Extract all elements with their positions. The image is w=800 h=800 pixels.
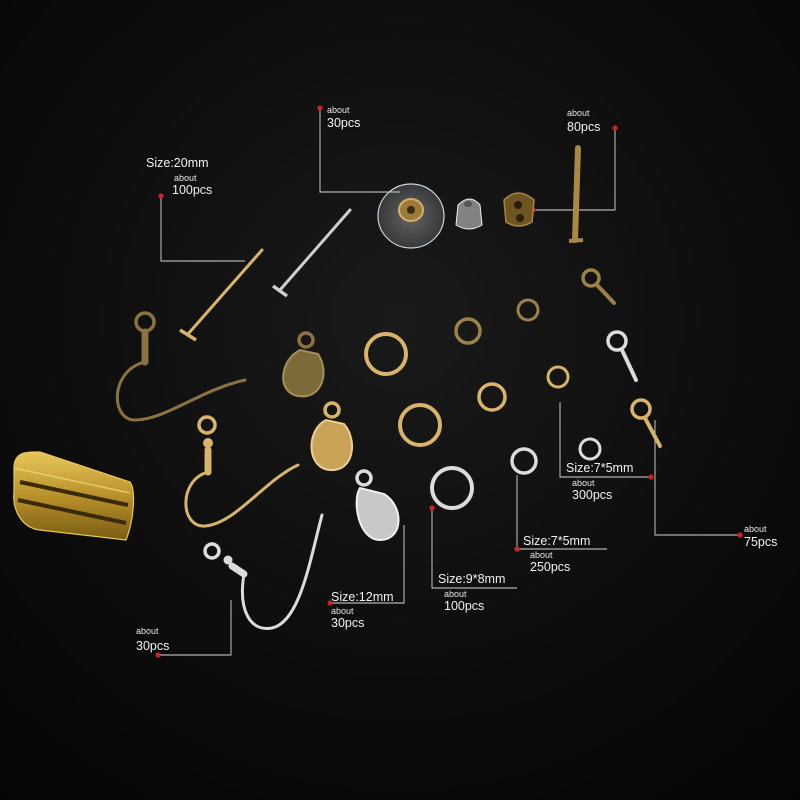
ring-silver-large <box>430 466 474 510</box>
label-ear-nuts-about: about <box>327 105 350 115</box>
label-t-pins-qty: 80pcs <box>567 120 601 134</box>
t-pin <box>568 145 584 243</box>
label-ear-wires-about: about <box>136 626 159 636</box>
label-rings-small-size: Size:7*5mm <box>566 461 634 475</box>
leader-rings-small <box>559 402 651 478</box>
jump-ring-opener-tool <box>13 451 135 541</box>
head-pin-gold <box>179 248 264 342</box>
lobster-clasp-gold <box>310 401 353 472</box>
ring-bronze-mid <box>454 317 482 345</box>
ring-gold-large-1 <box>364 332 408 376</box>
label-head-pins-about: about <box>174 173 197 183</box>
ear-wire-silver <box>203 513 324 630</box>
label-ear-wires-qty: 30pcs <box>136 639 170 653</box>
label-lobster-size: Size:12mm <box>331 590 394 604</box>
ring-gold-large-2 <box>398 403 442 447</box>
jump-rings <box>364 298 602 510</box>
ear-wire-bronze <box>115 311 247 422</box>
leader-head-pins <box>160 196 245 262</box>
label-rings-large-qty: 100pcs <box>444 599 485 613</box>
label-rings-mid-size: Size:7*5mm <box>523 534 591 548</box>
eye-pin-gold <box>630 398 662 448</box>
ring-gold-mid <box>477 382 507 412</box>
ring-gold-small <box>546 365 570 389</box>
label-rings-large-about: about <box>444 589 467 599</box>
ring-silver-small <box>578 437 602 461</box>
label-t-pins-about: about <box>567 108 590 118</box>
leader-ear-wires <box>158 600 232 656</box>
leader-lobster <box>330 525 405 604</box>
head-pin-silver <box>271 208 352 298</box>
leader-t-pins <box>533 128 616 211</box>
ear-nut-rubber <box>455 198 483 230</box>
lobster-clasp-silver <box>355 469 400 542</box>
ear-nut-butterfly <box>503 192 535 227</box>
eye-pin-bronze <box>581 268 616 305</box>
ear-nut-clear-disc <box>377 183 445 249</box>
label-rings-small-qty: 300pcs <box>572 488 613 502</box>
label-head-pins-qty: 100pcs <box>172 183 213 197</box>
label-rings-large-size: Size:9*8mm <box>438 572 506 586</box>
ring-bronze-small <box>516 298 540 322</box>
label-rings-mid-about: about <box>530 550 553 560</box>
leader-lines <box>158 108 740 656</box>
leader-ear-nuts <box>319 108 400 193</box>
label-eye-pins-qty: 75pcs <box>744 535 778 549</box>
label-ear-nuts-qty: 30pcs <box>327 116 361 130</box>
label-lobster-qty: 30pcs <box>331 616 365 630</box>
label-eye-pins-about: about <box>744 524 767 534</box>
ear-wire-gold <box>184 415 300 528</box>
label-lobster-about: about <box>331 606 354 616</box>
leader-eye-pins <box>654 420 740 536</box>
label-rings-small-about: about <box>572 478 595 488</box>
eye-pin-silver <box>606 330 638 382</box>
label-rings-mid-qty: 250pcs <box>530 560 571 574</box>
lobster-clasp-bronze <box>282 331 325 398</box>
leader-rings-large <box>431 508 517 589</box>
ring-silver-mid <box>510 447 538 475</box>
label-head-pins-size: Size:20mm <box>146 156 209 170</box>
